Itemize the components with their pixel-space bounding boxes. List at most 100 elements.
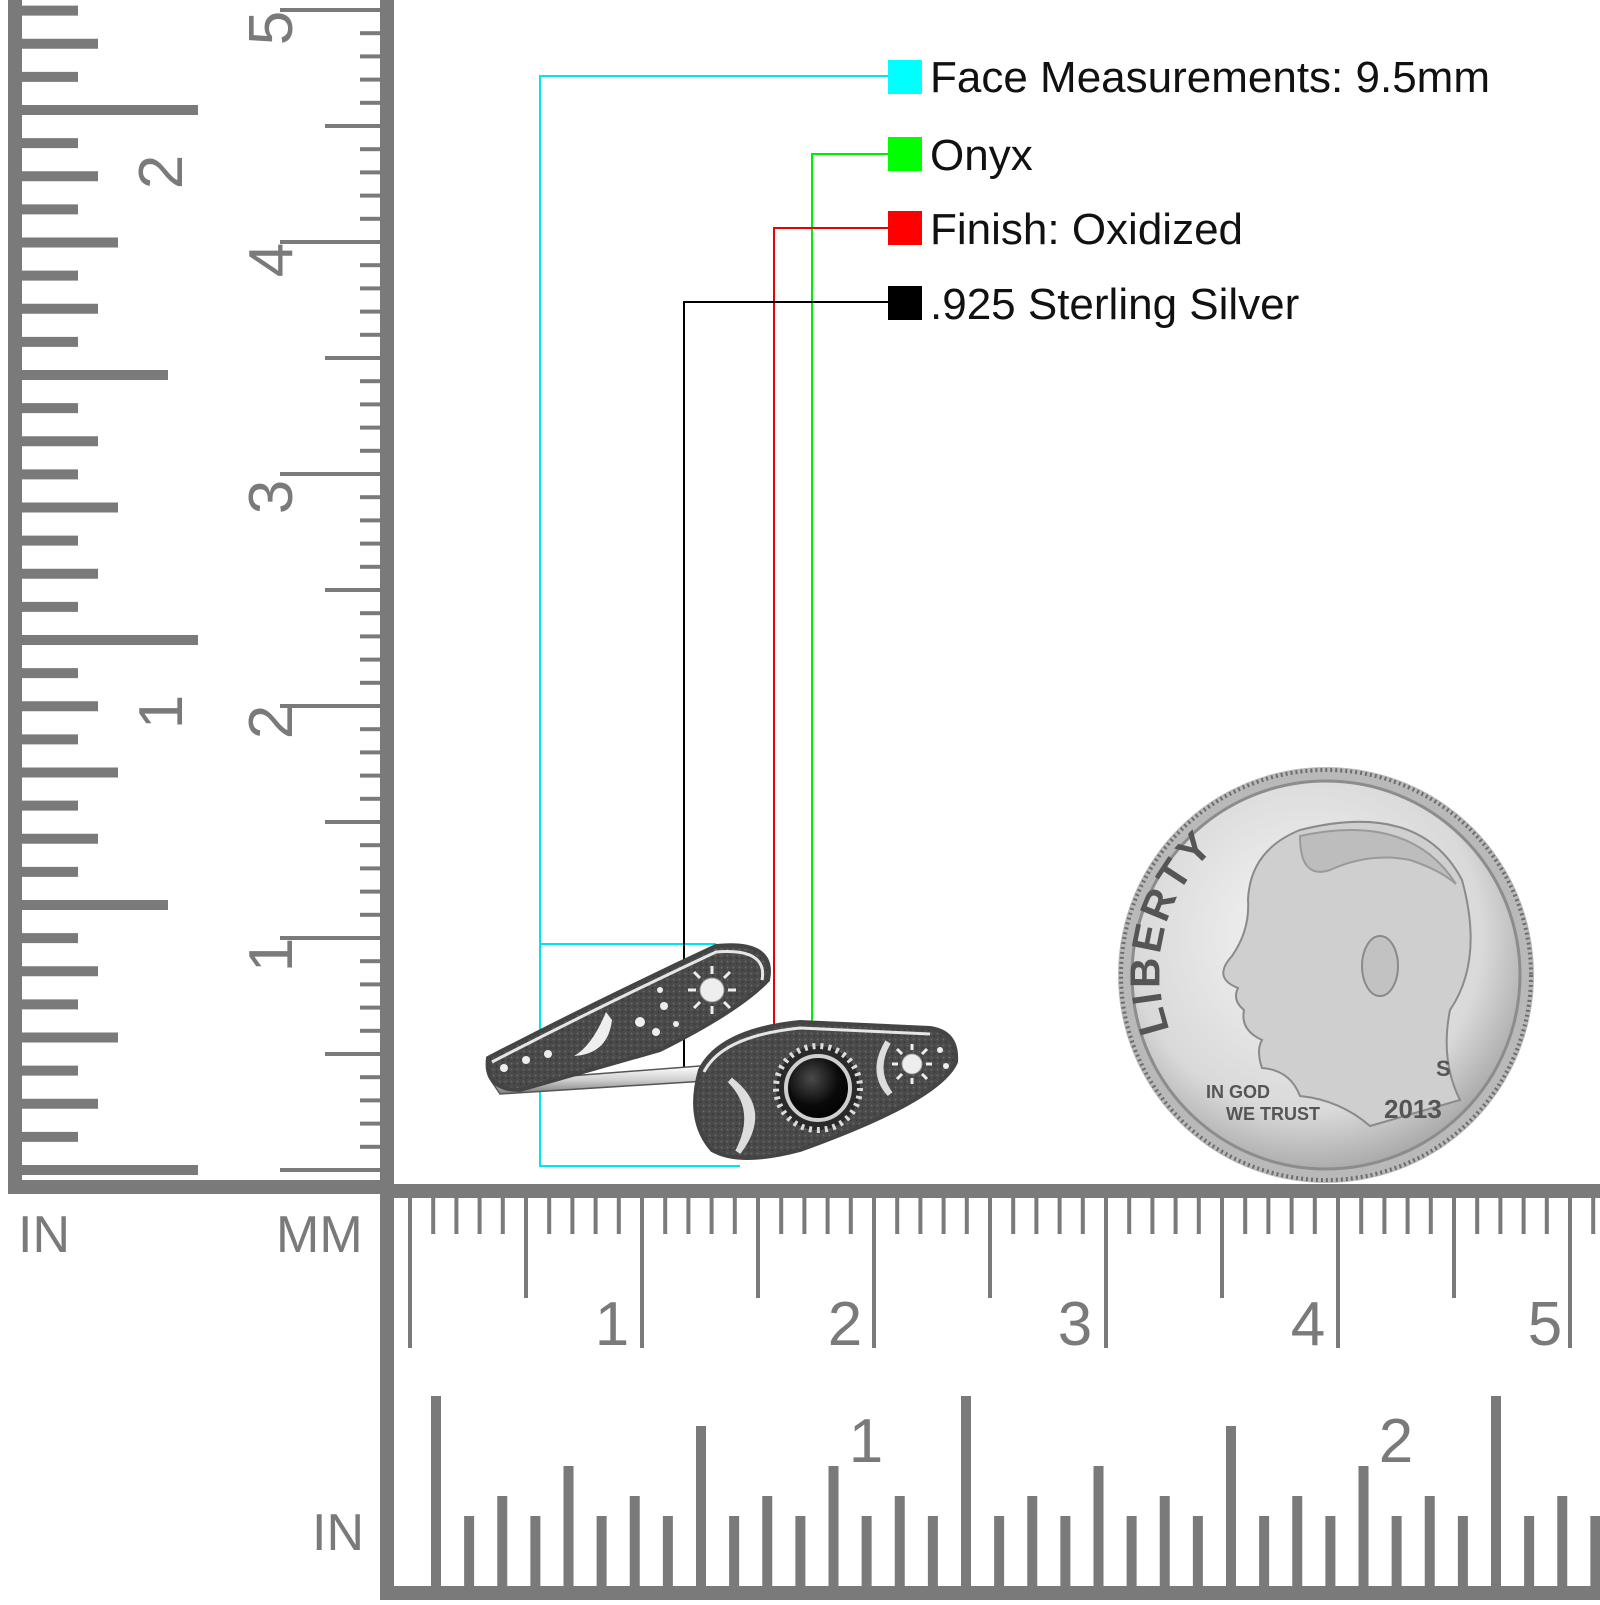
bottom-ruler-inch-tick <box>1424 1496 1435 1586</box>
left-ruler-inch-tick <box>8 999 78 1010</box>
bottom-ruler-inch-tick <box>596 1516 607 1586</box>
left-inch-unit-label: IN <box>18 1206 70 1264</box>
left-ruler-inch-tick <box>8 535 78 546</box>
left-ruler-inch-number: 1 <box>127 695 196 729</box>
bottom-ruler-mm-tick <box>1127 1198 1132 1234</box>
left-ruler-mm-number: 3 <box>237 480 306 514</box>
left-mm-unit-label: MM <box>276 1206 363 1264</box>
coin-reeded-edge <box>1119 768 1533 1182</box>
bottom-ruler-mm-tick <box>640 1198 644 1348</box>
left-ruler-inch-tick <box>8 668 78 679</box>
left-ruler-mm-tick <box>360 912 380 917</box>
bottom-ruler-mm-tick <box>1452 1198 1456 1298</box>
left-ruler-mm-tick <box>360 263 380 268</box>
left-ruler-inch-tick <box>8 1065 78 1076</box>
left-ruler-mm-tick <box>360 332 380 337</box>
bottom-ruler-mm-tick <box>1173 1198 1178 1234</box>
dime-coin: LIBERTY IN GOD WE TRUST S 2013 <box>1118 767 1534 1183</box>
left-ruler-bottom-edge <box>8 1180 394 1194</box>
bottom-ruler-inch-tick <box>1292 1496 1303 1586</box>
bottom-inch-unit-label: IN <box>312 1504 364 1562</box>
left-ruler-mm-tick <box>360 216 380 221</box>
bottom-ruler-inch-number: 2 <box>1379 1407 1413 1476</box>
bottom-ruler-mm-tick <box>895 1198 900 1234</box>
bottom-ruler-mm-tick <box>1359 1198 1364 1234</box>
left-ruler-mm-tick <box>360 54 380 59</box>
left-ruler-inch-tick <box>8 866 78 877</box>
left-ruler-inch-tick <box>8 1165 198 1175</box>
bottom-ruler-mm-tick <box>1289 1198 1294 1234</box>
bottom-ruler-mm-tick <box>1544 1198 1549 1234</box>
bottom-ruler-inch-tick <box>1192 1516 1203 1586</box>
bottom-ruler-mm-tick <box>1196 1198 1201 1234</box>
left-ruler-mm-tick <box>325 1052 380 1056</box>
bottom-ruler-mm-tick <box>779 1198 784 1234</box>
bottom-ruler-mm-tick <box>1475 1198 1480 1234</box>
bottom-ruler-mm-tick <box>1104 1198 1108 1348</box>
left-ruler-mm-tick <box>360 286 380 291</box>
left-ruler-mm-tick <box>360 31 380 36</box>
bottom-ruler-inch-tick <box>530 1516 541 1586</box>
bottom-ruler-inch-tick <box>1325 1516 1336 1586</box>
bottom-ruler-mm-tick <box>709 1198 714 1234</box>
left-ruler-inch-tick <box>8 469 78 480</box>
bottom-ruler-inch-tick <box>696 1426 706 1586</box>
left-ruler-inch-tick <box>8 105 198 115</box>
bottom-ruler-mm-tick <box>500 1198 505 1234</box>
left-ruler-mm-tick <box>360 147 380 152</box>
bottom-ruler-inch-tick <box>1226 1426 1236 1586</box>
left-ruler-inch-tick <box>8 403 78 414</box>
bottom-ruler-inch-tick <box>927 1516 938 1586</box>
bottom-ruler-inch-tick <box>629 1496 640 1586</box>
leader-lines <box>539 75 898 1167</box>
legend-text-finish: Finish: Oxidized <box>930 205 1243 254</box>
bottom-ruler-mm-number: 2 <box>828 1290 862 1359</box>
bottom-ruler-inch-tick <box>563 1466 574 1586</box>
left-ruler-inch-tick <box>8 800 78 811</box>
left-ruler-inch-tick <box>8 303 98 314</box>
bottom-ruler-mm-tick <box>918 1198 923 1234</box>
left-ruler-inch-tick <box>8 701 98 712</box>
left-ruler-mm-tick <box>360 309 380 314</box>
left-ruler-mm-tick <box>360 657 380 662</box>
left-ruler: 1 2 1 2 3 4 5 <box>8 0 394 1194</box>
left-ruler-mm-tick <box>280 704 380 708</box>
left-ruler-inch-tick <box>8 767 118 778</box>
left-ruler-mm-tick <box>360 634 380 639</box>
bottom-ruler-inch-tick <box>961 1396 971 1586</box>
bottom-ruler-mm-tick <box>570 1198 575 1234</box>
bottom-ruler-mm-tick <box>1591 1198 1596 1234</box>
bottom-ruler-inch-tick <box>1391 1516 1402 1586</box>
face-measurement-leader <box>539 75 898 1167</box>
bottom-ruler-mm-tick <box>1521 1198 1526 1234</box>
crescent-moon-icon <box>727 1077 756 1154</box>
bottom-ruler-mm-tick <box>1266 1198 1271 1234</box>
left-ruler-mm-tick <box>360 680 380 685</box>
bottom-ruler-inch-tick <box>795 1516 806 1586</box>
left-ruler-mm-tick <box>360 379 380 384</box>
left-ruler-inch-tick <box>8 601 78 612</box>
left-ruler-mm-tick <box>325 820 380 824</box>
bottom-ruler-mm-tick <box>477 1198 482 1234</box>
bottom-ruler-inch-tick <box>1457 1516 1468 1586</box>
bottom-ruler-mm-tick <box>756 1198 760 1298</box>
left-ruler-mm-tick <box>360 541 380 546</box>
bottom-ruler-inch-tick <box>1358 1466 1369 1586</box>
left-ruler-inch-tick <box>8 966 98 977</box>
bottom-ruler-inch-tick <box>861 1516 872 1586</box>
bottom-ruler-inch-tick <box>762 1496 773 1586</box>
bottom-ruler-mm-tick <box>1405 1198 1410 1234</box>
left-ruler-mm-number: 1 <box>237 938 306 972</box>
left-ruler-mm-tick <box>280 936 380 940</box>
bottom-ruler-inch-tick <box>431 1396 441 1586</box>
bottom-ruler-mm-number: 5 <box>1528 1290 1562 1359</box>
finish-leader <box>773 227 898 1040</box>
left-ruler-mm-tick <box>360 170 380 175</box>
coin-motto-line-2: WE TRUST <box>1226 1104 1320 1124</box>
bottom-ruler-inch-tick <box>1027 1496 1038 1586</box>
legend-text-metal: .925 Sterling Silver <box>930 280 1299 329</box>
bottom-ruler-inch-tick <box>894 1496 905 1586</box>
bottom-ruler-mm-tick <box>593 1198 598 1234</box>
